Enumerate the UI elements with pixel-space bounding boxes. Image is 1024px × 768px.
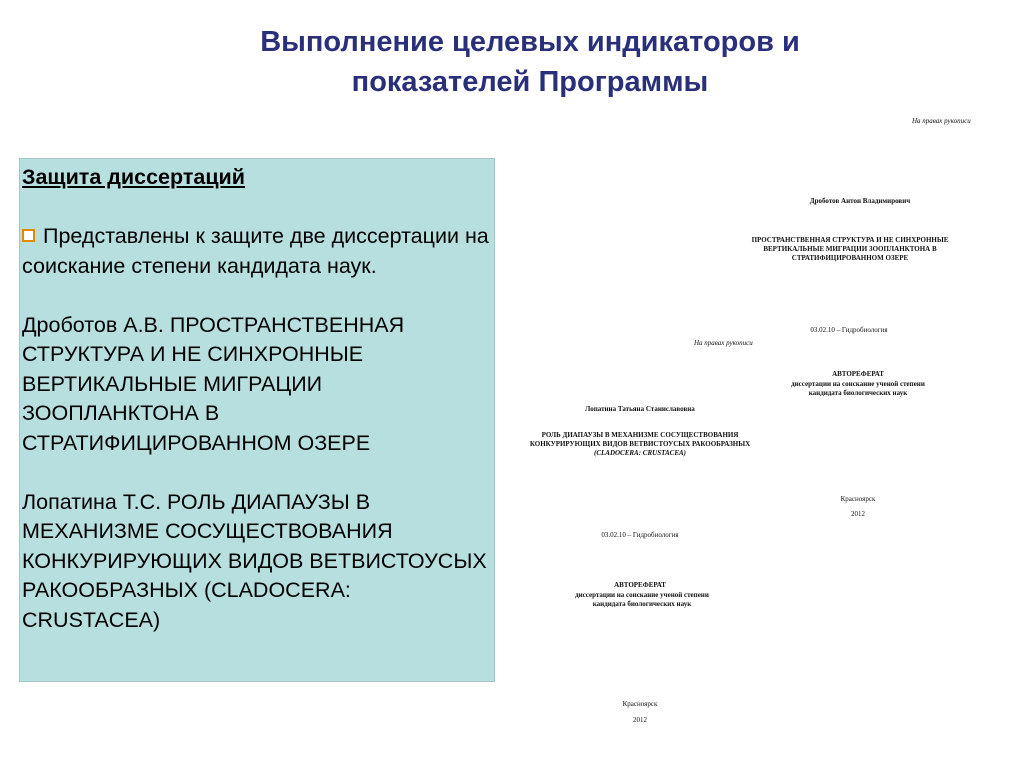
doc2-dissertation-title: РОЛЬ ДИАПАУЗЫ В МЕХАНИЗМЕ СОСУЩЕСТВОВАНИ…: [500, 431, 780, 458]
doc1-author: Дроботов Антон Владимирович: [809, 197, 911, 205]
dissertation-drobotov: Дроботов А.В. ПРОСТРАНСТВЕННАЯ СТРУКТУРА…: [22, 312, 405, 455]
doc2-title-line-2: КОНКУРИРУЮЩИХ ВИДОВ ВЕТВИСТОУСЫХ РАКООБР…: [529, 440, 751, 448]
doc1-rights: На правах рукописи: [912, 117, 971, 125]
slide-title-line-2: показателей Программы: [351, 66, 709, 98]
dissertation-panel: Защита диссертаций Представлены к защите…: [19, 158, 495, 682]
doc1-purpose: диссертации на соискание ученой степени …: [758, 380, 958, 398]
dissertation-lopatina: Лопатина Т.С. РОЛЬ ДИАПАУЗЫ В МЕХАНИЗМЕ …: [22, 489, 487, 632]
doc2-title-line-3: (CLADOCERA: CRUSTACEA): [594, 449, 686, 457]
panel-heading: Защита диссертаций: [22, 165, 245, 189]
bullet-paragraph: Представлены к защите две диссертации на…: [22, 222, 494, 281]
doc1-specialty: 03.02.10 – Гидробиология: [810, 326, 888, 334]
slide-title-line-1: Выполнение целевых индикаторов и: [260, 26, 800, 58]
slide-title: Выполнение целевых индикаторов и показат…: [180, 22, 880, 102]
doc1-type: АВТОРЕФЕРАТ: [832, 370, 884, 378]
doc2-title-line-1: РОЛЬ ДИАПАУЗЫ В МЕХАНИЗМЕ СОСУЩЕСТВОВАНИ…: [541, 431, 739, 439]
doc2-purpose: диссертации на соискание ученой степени …: [532, 591, 752, 609]
doc2-type: АВТОРЕФЕРАТ: [614, 581, 666, 589]
doc2-author: Лопатина Татьяна Станиславовна: [585, 405, 695, 413]
bullet-text: Представлены к защите две диссертации на…: [22, 224, 489, 278]
doc2-year: 2012: [633, 716, 647, 724]
doc1-dissertation-title: ПРОСТРАНСТВЕННАЯ СТРУКТУРА И НЕ СИНХРОНН…: [720, 236, 980, 263]
doc2-purpose-line-1: диссертации на соискание ученой степени: [575, 591, 709, 599]
doc2-city: Красноярск: [622, 700, 658, 708]
doc1-purpose-line-2: кандидата биологических наук: [808, 389, 908, 397]
doc1-title-line-3: СТРАТИФИЦИРОВАННОМ ОЗЕРЕ: [791, 254, 909, 262]
doc2-specialty: 03.02.10 – Гидробиология: [601, 531, 679, 539]
doc1-year: 2012: [851, 510, 865, 518]
square-bullet-icon: [22, 229, 35, 242]
doc2-purpose-line-2: кандидата биологических наук: [592, 600, 692, 608]
doc1-title-line-2: ВЕРТИКАЛЬНЫЕ МИГРАЦИИ ЗООПЛАНКТОНА В: [763, 245, 937, 253]
doc2-rights: На правах рукописи: [694, 339, 753, 347]
doc1-purpose-line-1: диссертации на соискание ученой степени: [791, 380, 925, 388]
doc1-title-line-1: ПРОСТРАНСТВЕННАЯ СТРУКТУРА И НЕ СИНХРОНН…: [751, 236, 949, 244]
doc1-city: Красноярск: [840, 495, 876, 503]
